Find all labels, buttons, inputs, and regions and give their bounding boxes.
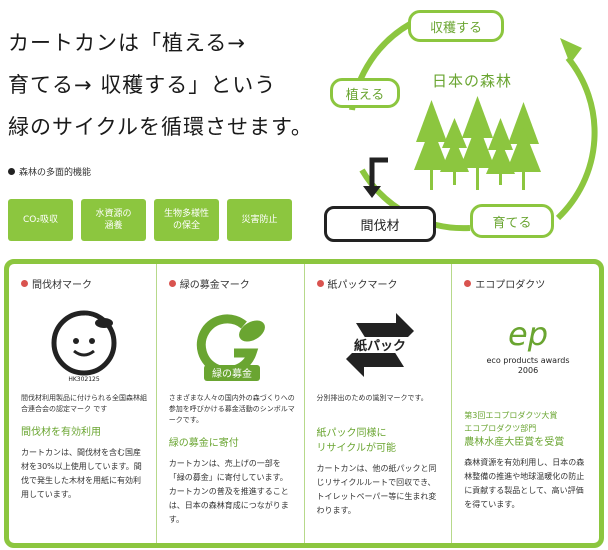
forest-cycle-diagram: 収穫する 植える 日本の森林 間伐材 育てる <box>310 0 608 250</box>
mark-subtitle: 緑の募金に寄付 <box>168 438 239 449</box>
cycle-grow: 育てる <box>470 204 554 238</box>
svg-text:2006: 2006 <box>517 366 537 375</box>
forest-title: 日本の森林 <box>432 72 513 90</box>
mark-title: 間伐材マーク <box>21 276 148 291</box>
eco-products-logo: ep eco products awards 2006 <box>486 315 569 375</box>
green-fund-mark-logo: 緑の募金 <box>196 314 266 381</box>
cycle-harvest: 収穫する <box>408 10 504 42</box>
mark-description: さまざまな人々の国内外の森づくりへの参加を呼びかける募金活動のシンボルマークです… <box>168 394 295 424</box>
functions-row: CO₂吸収 水資源の 涵養 生物多様性 の保全 災害防止 <box>8 199 292 241</box>
headline-line-3: 緑のサイクルを循環させます。 <box>8 115 313 139</box>
cycle-graphic <box>349 21 598 232</box>
mark-body: カートカンは、間伐材を含む国産材を30%以上使用しています。間伐で発生した木材を… <box>21 448 142 499</box>
svg-text:ep: ep <box>508 315 548 353</box>
mark-column-green-fund: 緑の募金マーク 緑の募金 さまざまな人々の国内外の森づくりへの参加を呼びかける募… <box>157 264 305 543</box>
cycle-plant: 植える <box>330 78 400 108</box>
mark-title-text: 間伐材マーク <box>32 280 92 291</box>
thinned-arrow-head-icon <box>363 186 381 198</box>
mark-body: 森林資源を有効利用し、日本の森林整備の推進や地球温暖化の防止に貢献する製品として… <box>464 458 585 509</box>
forest-trees-icon <box>414 96 541 190</box>
svg-text:緑の募金: 緑の募金 <box>212 367 252 380</box>
thinned-wood-mark-logo: HK302125 <box>51 310 117 383</box>
mark-title: 紙パックマーク <box>316 276 444 291</box>
svg-text:HK302125: HK302125 <box>69 376 101 383</box>
bullet-icon <box>464 280 472 287</box>
mark-column-paper-pack: 紙パックマーク 紙パック 分別排出のための識別マークです。 紙パック同様に リサ… <box>305 264 453 543</box>
thinned-arrow-line <box>369 157 388 190</box>
bullet-icon <box>21 280 28 287</box>
mark-column-eco-products: エコプロダクツ ep eco products awards 2006 第3回エ… <box>452 264 599 543</box>
bullet-icon <box>316 280 324 287</box>
mark-body: カートカンは、売上げの一部を「緑の募金」に寄付しています。カートカンの普及を推進… <box>168 459 289 524</box>
bullet-icon <box>168 280 176 287</box>
paper-pack-mark-logo: 紙パック <box>345 313 414 377</box>
cycle-thinned-wood: 間伐材 <box>324 206 436 242</box>
mark-description: 間伐材利用製品に付けられる全国森林組合連合会の認定マーク です <box>21 394 147 413</box>
mark-title: 緑の募金マーク <box>168 276 296 291</box>
cycle-arc-right <box>555 56 598 221</box>
cycle-arrow-head-icon <box>560 38 582 64</box>
marks-panel: 間伐材マーク HK302125 間伐材利用製品に付けられる全国森林組合連合会の認… <box>4 259 604 548</box>
mark-subtitle: 紙パック同様に リサイクルが可能 <box>316 428 397 454</box>
headline-line-2: 育てる→ 収穫する」という <box>8 73 277 97</box>
mark-title: エコプロダクツ <box>464 276 591 291</box>
functions-title: 森林の多面的機能 <box>8 165 91 178</box>
mark-subtitle: 間伐材を有効利用 <box>21 427 101 438</box>
mark-body: カートカンは、他の紙パックと同じリサイクルルートで回収でき、トイレットペーパー等… <box>316 464 437 515</box>
mark-subtitle: 第3回エコプロダクツ大賞 エコプロダクツ部門 <box>464 411 558 433</box>
headline: カートカンは「植える→ 育てる→ 収穫する」という 緑のサイクルを循環させます。 <box>8 22 348 148</box>
functions-title-text: 森林の多面的機能 <box>19 168 92 178</box>
svg-text:eco products awards: eco products awards <box>486 356 569 365</box>
headline-line-1: カートカンは「植える→ <box>8 31 246 55</box>
function-co2: CO₂吸収 <box>8 199 73 241</box>
bullet-icon <box>8 168 15 175</box>
mark-column-thinned: 間伐材マーク HK302125 間伐材利用製品に付けられる全国森林組合連合会の認… <box>9 264 157 543</box>
mark-description: 分別排出のための識別マークです。 <box>316 394 428 402</box>
mark-title-text: 紙パックマーク <box>327 280 398 291</box>
mark-title-text: 緑の募金マーク <box>179 280 250 291</box>
svg-text:紙パック: 紙パック <box>354 338 406 354</box>
mark-award: 農林水産大臣賞を受賞 <box>464 437 565 448</box>
function-water: 水資源の 涵養 <box>81 199 146 241</box>
function-disaster: 災害防止 <box>227 199 292 241</box>
mark-title-text: エコプロダクツ <box>475 280 546 291</box>
function-biodiversity: 生物多様性 の保全 <box>154 199 219 241</box>
